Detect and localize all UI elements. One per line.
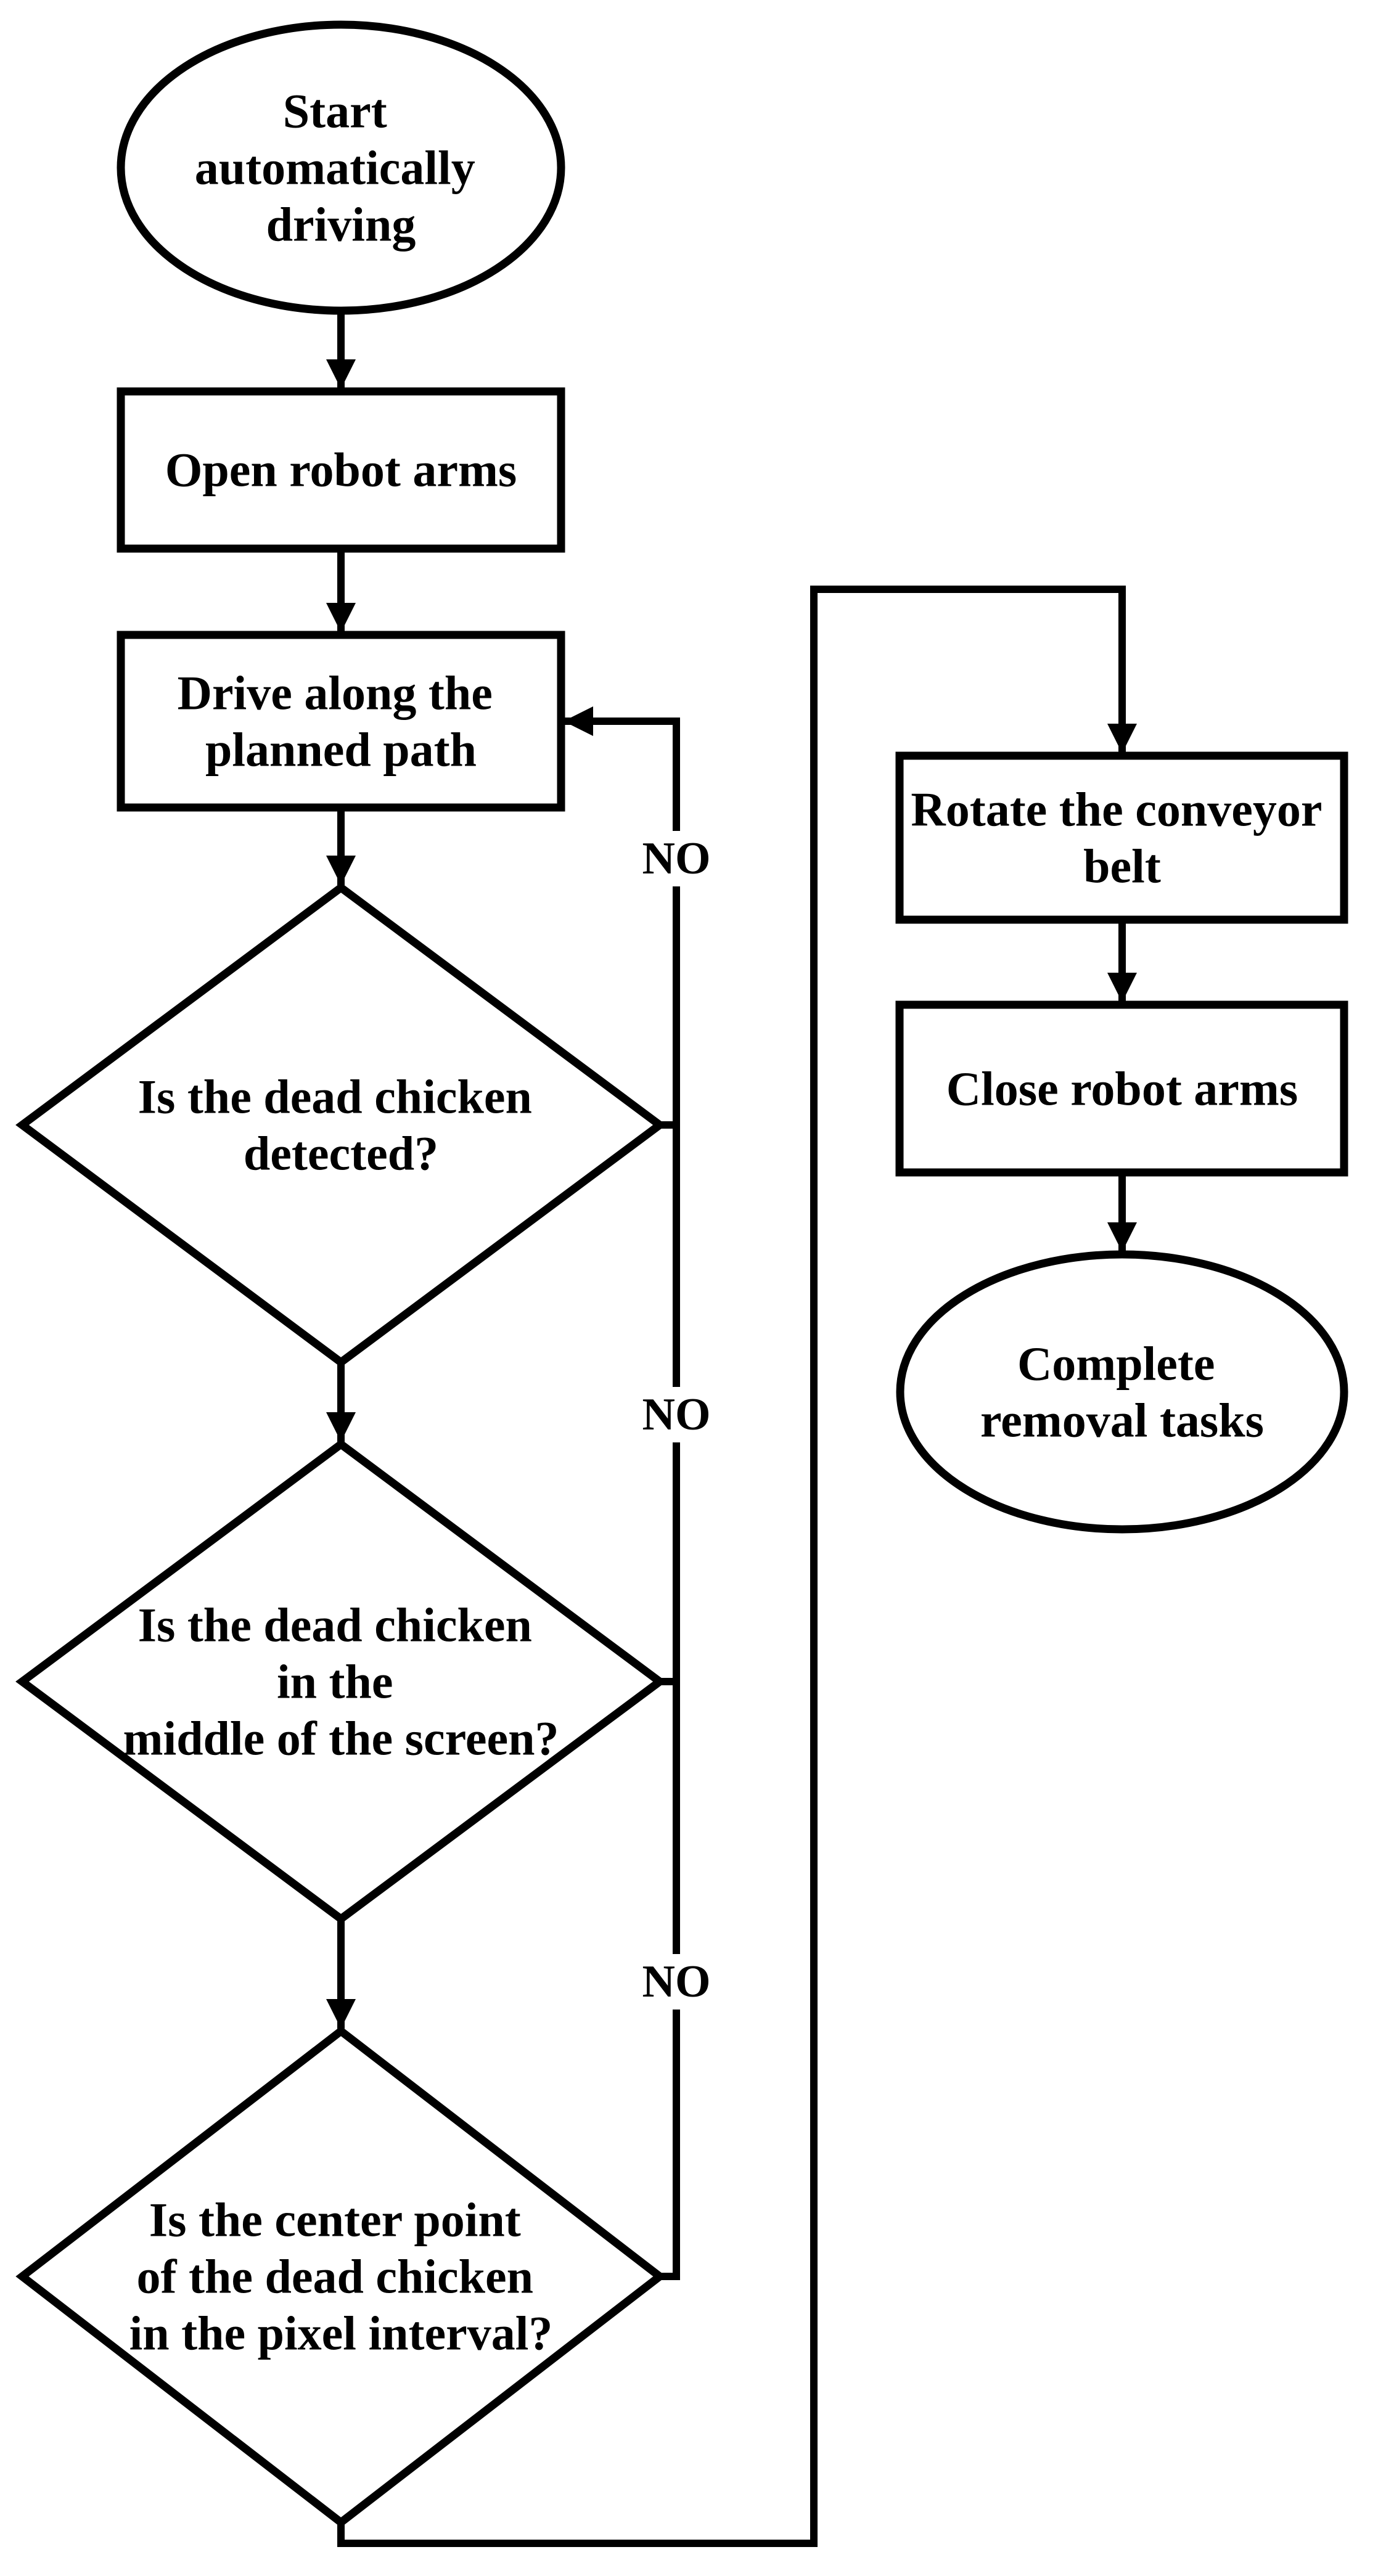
pixel-decision-label: Is the center point of the dead chicken …: [129, 2177, 553, 2360]
node-close-arms: Close robot arms: [895, 1000, 1348, 1177]
close-arms-label: Close robot arms: [946, 1062, 1298, 1116]
no1-label-mask: [629, 831, 724, 886]
node-detect-decision: Is the dead chicken detected?: [15, 882, 666, 1368]
edge-no-feedback-line: [564, 706, 680, 2280]
node-drive-path: Drive along the planned path: [117, 631, 565, 812]
no2-label: NO: [642, 1389, 711, 1440]
close-arms-rect-shape: [895, 1000, 1348, 1177]
complete-ellipse-shape: [896, 1250, 1348, 1534]
node-pixel-decision: Is the center point of the dead chicken …: [15, 2026, 666, 2528]
middle-decision-label: Is the dead chicken in the middle of the…: [123, 1582, 559, 1765]
open-arms-label: Open robot arms: [165, 443, 517, 497]
middle-decision-diamond-shape: [15, 1439, 666, 1924]
open-arms-rect-shape: [117, 387, 565, 553]
node-complete: Complete removal tasks: [896, 1250, 1348, 1534]
node-middle-decision: Is the dead chicken in the middle of the…: [15, 1439, 666, 1924]
detect-decision-label: Is the dead chicken detected?: [138, 1053, 544, 1180]
node-open-arms: Open robot arms: [117, 387, 565, 553]
pixel-decision-diamond-shape: [15, 2026, 666, 2528]
complete-label: Complete removal tasks: [980, 1320, 1264, 1447]
no3-label-mask: [629, 1954, 724, 2010]
node-rotate-belt: Rotate the conveyor belt: [895, 751, 1348, 924]
node-start: Start automatically driving: [117, 20, 565, 315]
rotate-belt-rect-shape: [895, 751, 1348, 924]
drive-path-rect-shape: [117, 631, 565, 812]
edges: [326, 311, 1137, 2547]
drive-path-label: Drive along the planned path: [178, 650, 505, 777]
edge-labels: NO NO NO: [642, 833, 711, 2007]
detect-decision-diamond-shape: [15, 882, 666, 1368]
edge-yes-loop-to-rotate: [337, 586, 1137, 2547]
start-label: Start automatically driving: [195, 68, 487, 251]
no1-label: NO: [642, 833, 711, 884]
rotate-belt-label: Rotate the conveyor belt: [911, 766, 1333, 893]
start-ellipse-shape: [117, 20, 565, 315]
no2-label-mask: [629, 1387, 724, 1442]
no3-label: NO: [642, 1957, 711, 2007]
